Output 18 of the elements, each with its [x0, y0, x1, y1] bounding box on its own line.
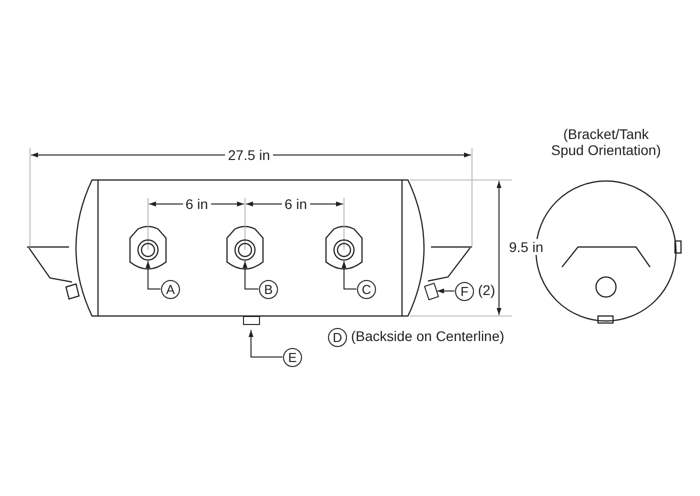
leader-line — [342, 260, 357, 290]
leader-line — [248, 330, 283, 358]
callout-letter: A — [161, 280, 180, 299]
spud — [424, 282, 440, 300]
callout-letter: E — [283, 348, 302, 367]
callout-letter: B — [259, 280, 278, 299]
leader-line — [436, 288, 455, 294]
leader-line — [146, 260, 161, 290]
spud — [243, 316, 260, 325]
callout-letter: F — [455, 282, 474, 301]
leader-line — [242, 260, 259, 290]
note-text: (2) — [478, 282, 496, 298]
note-text: (Backside on Centerline) — [351, 328, 504, 344]
callout-letter: C — [357, 280, 376, 299]
callout-letter: D — [328, 328, 347, 347]
dimension-label: 27.5 in — [225, 147, 274, 163]
dimension-label: 6 in — [282, 196, 310, 212]
dimension-label: 6 in — [182, 196, 212, 212]
